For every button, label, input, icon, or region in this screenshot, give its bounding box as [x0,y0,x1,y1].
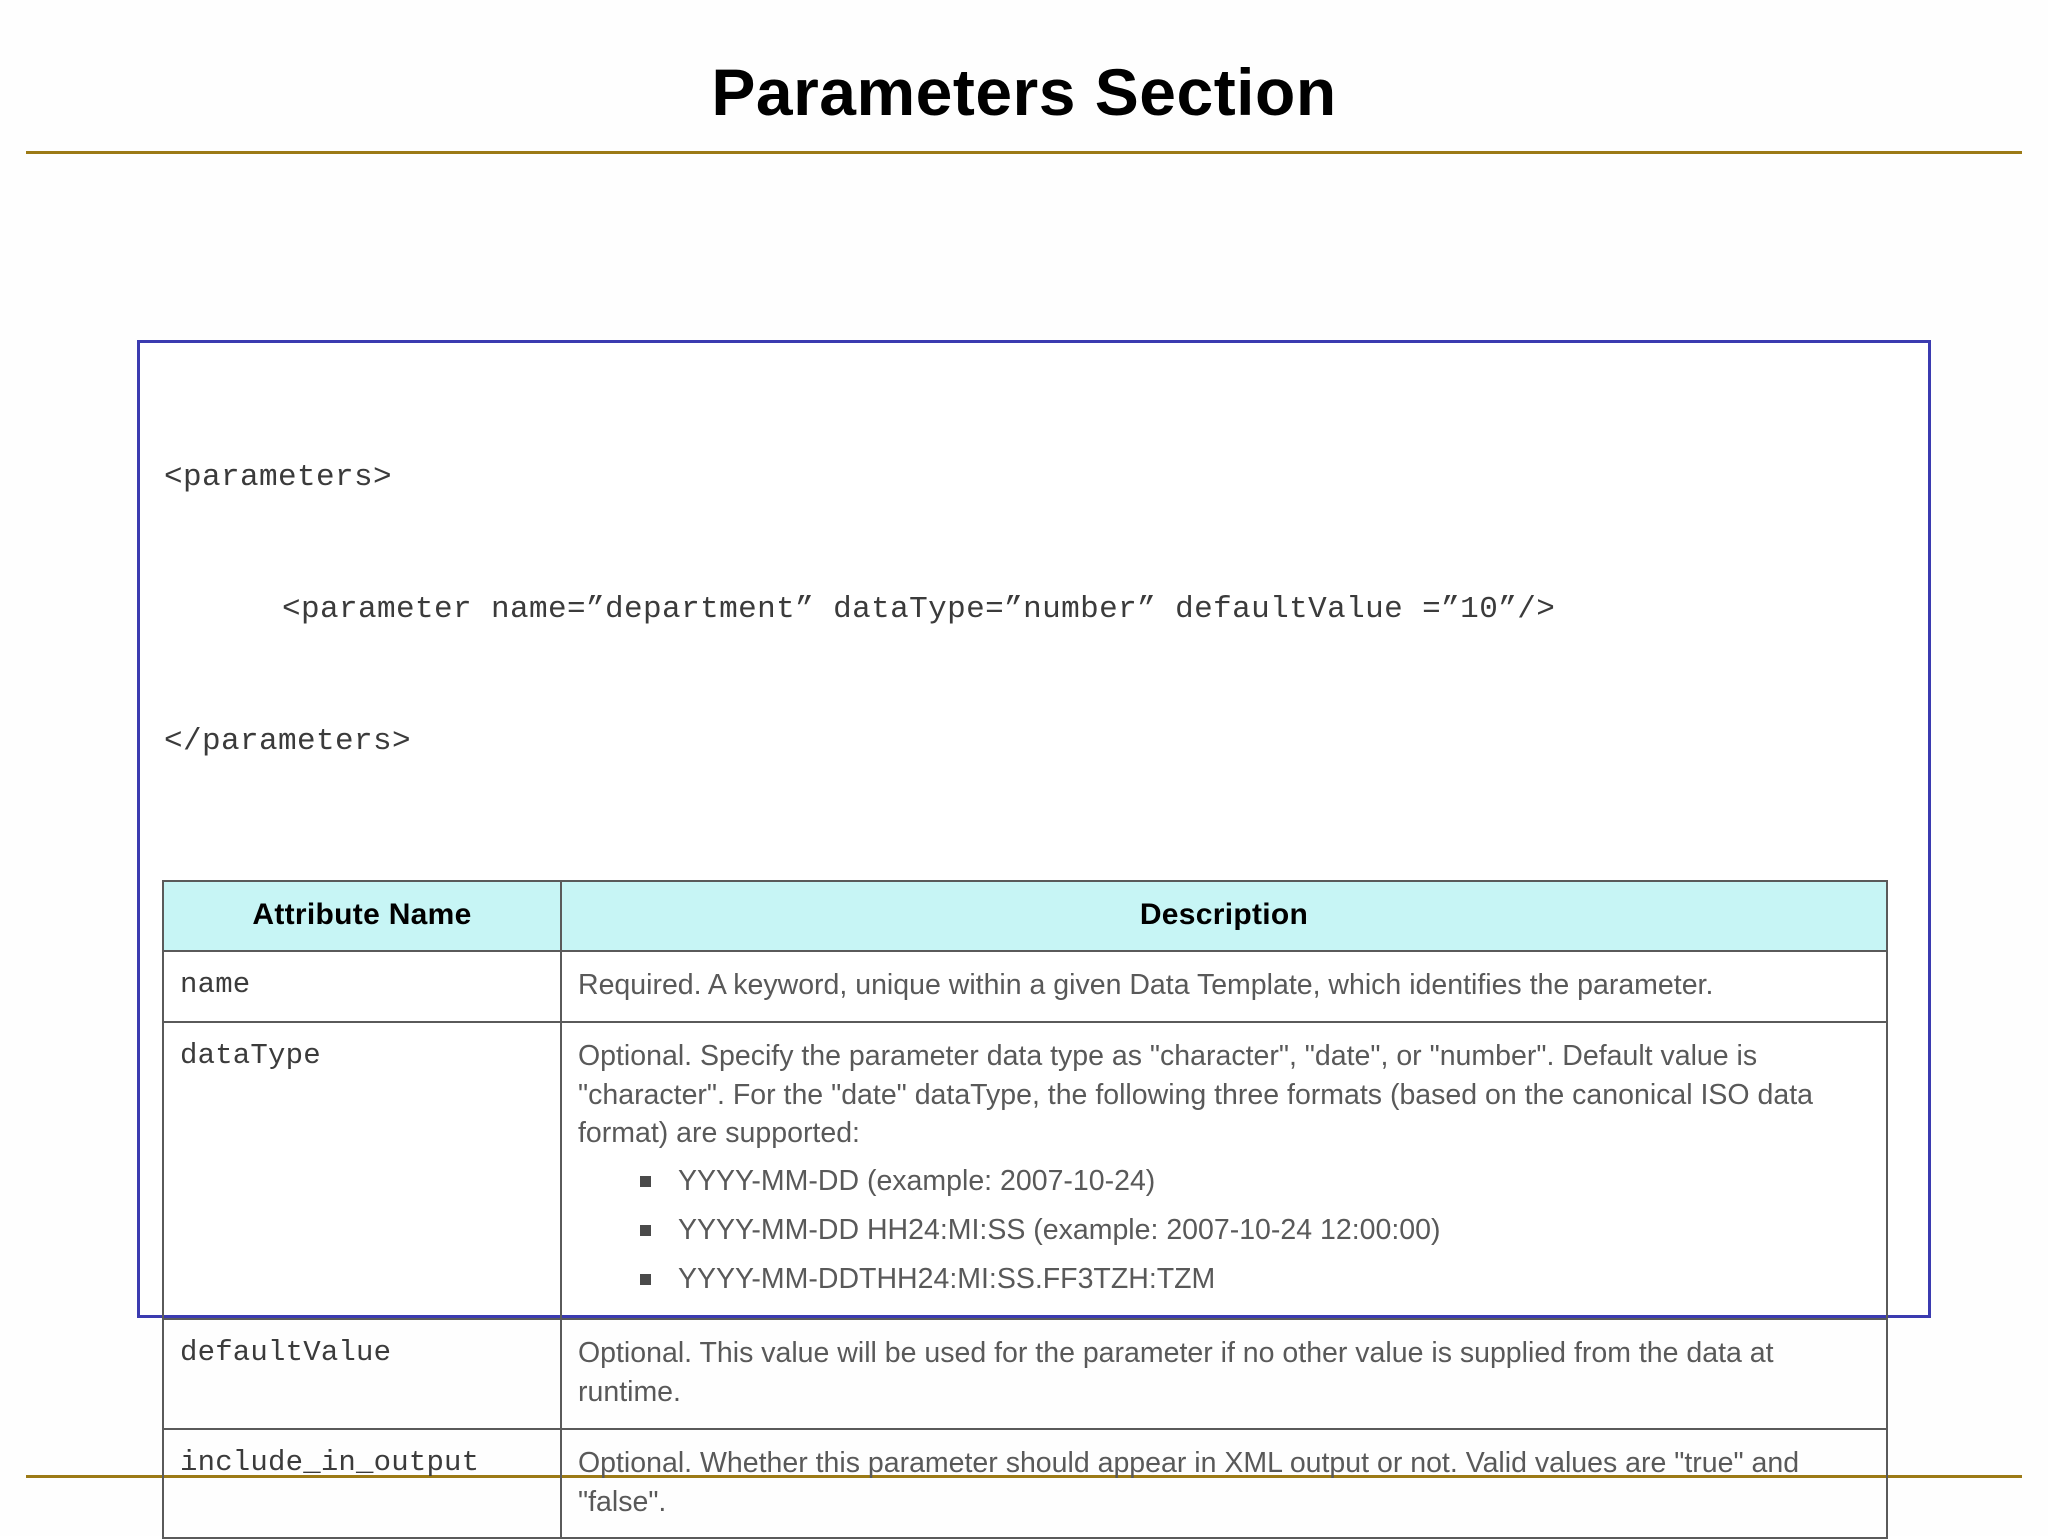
code-line-parameter: <parameter name=”department” dataType=”n… [282,592,1556,628]
description-text: Optional. Specify the parameter data typ… [578,1039,1813,1150]
column-header-description: Description [560,880,1888,953]
table-row: include_in_output Optional. Whether this… [162,1427,1888,1539]
description-cell: Required. A keyword, unique within a giv… [560,950,1888,1023]
table-row: dataType Optional. Specify the parameter… [162,1020,1888,1321]
description-text: Optional. This value will be used for th… [578,1337,1774,1409]
content-frame: <parameters> <parameter name=”department… [137,340,1931,1539]
table-body: name Required. A keyword, unique within … [162,950,1888,1539]
attribute-name-cell: include_in_output [162,1427,562,1539]
code-line-open-tag: <parameters> [164,460,393,496]
attribute-name-cell: name [162,950,562,1023]
description-text: Required. A keyword, unique within a giv… [578,969,1714,1002]
list-item-label: YYYY-MM-DDTHH24:MI:SS.FF3TZH:TZM [678,1263,1216,1296]
attribute-name-cell: defaultValue [162,1318,562,1430]
list-item-label: YYYY-MM-DD HH24:MI:SS (example: 2007-10-… [678,1214,1441,1247]
description-cell: Optional. This value will be used for th… [560,1318,1888,1430]
attribute-name-cell: dataType [162,1020,562,1321]
divider-top [26,151,2022,154]
title-area: Parameters Section [0,56,2048,129]
list-item: YYYY-MM-DD HH24:MI:SS (example: 2007-10-… [640,1212,1870,1249]
attributes-table: Attribute Name Description name Required… [162,880,1888,1539]
list-item: YYYY-MM-DD (example: 2007-10-24) [640,1163,1870,1200]
description-cell: Optional. Whether this parameter should … [560,1427,1888,1539]
table-row: name Required. A keyword, unique within … [162,950,1888,1023]
square-bullet-icon [640,1225,651,1237]
list-item: YYYY-MM-DDTHH24:MI:SS.FF3TZH:TZM [640,1261,1870,1298]
date-format-list: YYYY-MM-DD (example: 2007-10-24) YYYY-MM… [578,1163,1870,1298]
description-text: Optional. Whether this parameter should … [578,1446,1800,1518]
table-header: Attribute Name Description [162,880,1888,953]
description-cell: Optional. Specify the parameter data typ… [560,1020,1888,1321]
xml-code-block: <parameters> <parameter name=”department… [140,343,1928,862]
square-bullet-icon [640,1176,651,1188]
table-row: defaultValue Optional. This value will b… [162,1318,1888,1430]
page-title: Parameters Section [711,55,1337,129]
code-line-close-tag: </parameters> [164,724,412,760]
square-bullet-icon [640,1274,651,1286]
column-header-attribute-name: Attribute Name [162,880,562,953]
list-item-label: YYYY-MM-DD (example: 2007-10-24) [678,1165,1156,1198]
table-header-row: Attribute Name Description [162,880,1888,953]
